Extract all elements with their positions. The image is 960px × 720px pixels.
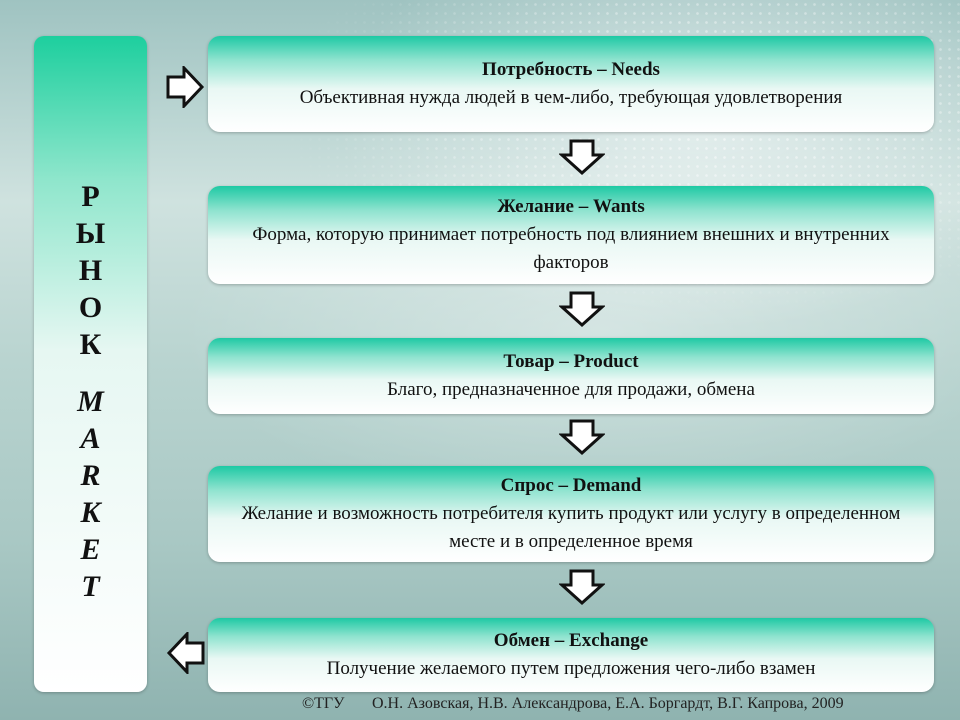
exchange-description: Получение желаемого путем предложения че… xyxy=(326,658,816,679)
wants-title: Желание – Wants xyxy=(497,196,645,217)
en-letter: T xyxy=(81,570,100,603)
needs-title: Потребность – Needs xyxy=(482,59,660,80)
demand-title: Спрос – Demand xyxy=(500,475,642,496)
footer-authors: О.Н. Азовская, Н.В. Александрова, Е.А. Б… xyxy=(372,695,844,712)
ru-letter: О xyxy=(78,291,103,324)
ru-letter: Р xyxy=(81,180,100,213)
needs-box: Потребность – Needs Объективная нужда лю… xyxy=(208,36,934,132)
product-title: Товар – Product xyxy=(503,351,639,372)
product-description: Благо, предназначенное для продажи, обме… xyxy=(387,379,755,400)
market-vertical-label: Р Ы Н О К M A R K E T xyxy=(34,178,147,605)
arrow-down-icon xyxy=(559,291,605,328)
demand-box: Спрос – Demand Желание и возможность пот… xyxy=(208,466,934,562)
ru-letter: К xyxy=(79,328,102,361)
en-letter: M xyxy=(77,385,104,418)
arrow-down-icon xyxy=(559,139,605,176)
demand-description: Желание и возможность потребителя купить… xyxy=(241,503,901,552)
arrow-down-icon xyxy=(559,419,605,456)
en-letter: A xyxy=(80,422,101,455)
arrow-left-icon xyxy=(166,632,205,674)
en-letter: R xyxy=(80,459,101,492)
ru-letter: Ы xyxy=(75,217,106,250)
ru-letter: Н xyxy=(78,254,103,287)
footer: ©ТГУ О.Н. Азовская, Н.В. Александрова, Е… xyxy=(0,695,960,719)
market-sidebar: Р Ы Н О К M A R K E T xyxy=(34,36,147,692)
en-letter: E xyxy=(80,533,101,566)
arrow-right-icon xyxy=(166,66,205,108)
arrow-down-icon xyxy=(559,569,605,606)
wants-box: Желание – Wants Форма, которую принимает… xyxy=(208,186,934,284)
footer-organization: ©ТГУ xyxy=(302,695,345,712)
en-letter: K xyxy=(80,496,101,529)
wants-description: Форма, которую принимает потребность под… xyxy=(252,224,890,273)
needs-description: Объективная нужда людей в чем-либо, треб… xyxy=(299,87,843,108)
exchange-box: Обмен – Exchange Получение желаемого пут… xyxy=(208,618,934,692)
product-box: Товар – Product Благо, предназначенное д… xyxy=(208,338,934,414)
exchange-title: Обмен – Exchange xyxy=(493,630,649,651)
